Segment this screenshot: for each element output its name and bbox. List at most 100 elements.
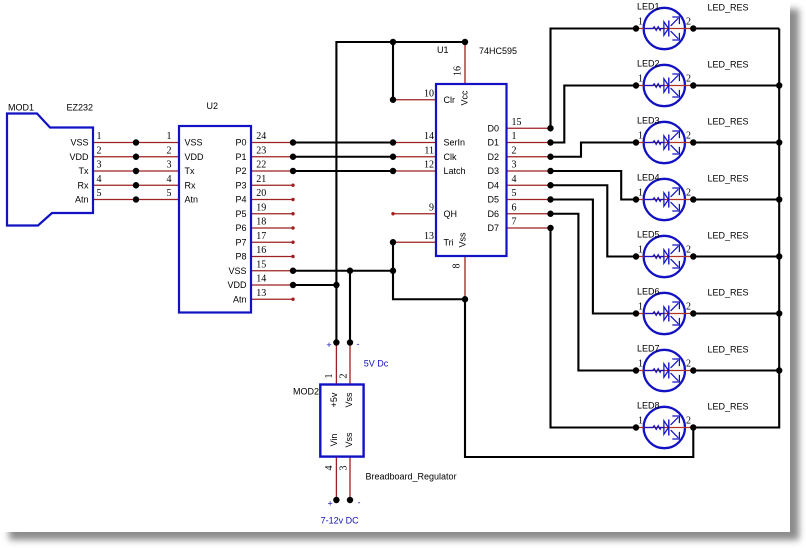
svg-text:3: 3 xyxy=(167,160,172,171)
svg-text:Tx: Tx xyxy=(79,166,89,176)
svg-text:2: 2 xyxy=(686,302,691,313)
svg-text:LED1: LED1 xyxy=(637,2,660,12)
svg-text:P4: P4 xyxy=(235,195,246,205)
svg-text:5V Dc: 5V Dc xyxy=(364,359,389,369)
svg-text:Vcc: Vcc xyxy=(460,90,470,106)
svg-text:P3: P3 xyxy=(235,180,246,190)
svg-text:2: 2 xyxy=(686,74,691,85)
svg-text:3: 3 xyxy=(97,160,102,171)
svg-text:16: 16 xyxy=(453,66,464,76)
svg-text:15: 15 xyxy=(512,117,522,128)
svg-text:Atn: Atn xyxy=(185,195,199,205)
svg-text:1: 1 xyxy=(638,245,643,256)
svg-text:MOD2: MOD2 xyxy=(293,387,319,397)
svg-text:16: 16 xyxy=(256,245,266,256)
svg-text:LED_RES: LED_RES xyxy=(708,402,749,412)
svg-text:12: 12 xyxy=(424,160,434,171)
svg-text:14: 14 xyxy=(256,274,266,285)
svg-text:7-12v DC: 7-12v DC xyxy=(321,516,360,526)
svg-text:2: 2 xyxy=(686,131,691,142)
svg-text:1: 1 xyxy=(638,416,643,427)
svg-text:Tx: Tx xyxy=(185,166,195,176)
svg-text:P1: P1 xyxy=(235,152,246,162)
svg-text:19: 19 xyxy=(256,202,266,213)
svg-text:Atn: Atn xyxy=(233,294,247,304)
svg-text:VSS: VSS xyxy=(228,266,246,276)
svg-text:LED6: LED6 xyxy=(637,287,660,297)
svg-text:P8: P8 xyxy=(235,252,246,262)
svg-text:9: 9 xyxy=(429,202,434,213)
svg-text:5: 5 xyxy=(512,188,517,199)
svg-text:VSS: VSS xyxy=(70,138,88,148)
svg-text:8: 8 xyxy=(452,264,463,269)
svg-text:LED7: LED7 xyxy=(637,344,660,354)
svg-text:5: 5 xyxy=(167,188,172,199)
svg-text:U1: U1 xyxy=(437,45,449,55)
svg-text:22: 22 xyxy=(256,160,266,171)
svg-text:15: 15 xyxy=(256,259,266,270)
svg-text:2: 2 xyxy=(167,145,172,156)
svg-text:Clr: Clr xyxy=(444,95,456,105)
svg-text:3: 3 xyxy=(339,466,350,471)
svg-text:1: 1 xyxy=(638,359,643,370)
svg-text:LED_RES: LED_RES xyxy=(708,117,749,127)
svg-text:1: 1 xyxy=(97,131,102,142)
svg-text:4: 4 xyxy=(97,174,102,185)
svg-text:Rx: Rx xyxy=(78,180,89,190)
svg-text:+: + xyxy=(328,499,333,509)
svg-text:Atn: Atn xyxy=(75,195,89,205)
svg-text:Breadboard_Regulator: Breadboard_Regulator xyxy=(366,472,457,482)
svg-text:VDD: VDD xyxy=(227,280,247,290)
svg-text:1: 1 xyxy=(638,74,643,85)
svg-text:Vss: Vss xyxy=(458,232,468,248)
svg-text:2: 2 xyxy=(686,188,691,199)
svg-text:17: 17 xyxy=(256,231,266,242)
svg-text:1: 1 xyxy=(638,131,643,142)
svg-text:VSS: VSS xyxy=(185,138,203,148)
svg-text:6: 6 xyxy=(512,202,517,213)
svg-text:4: 4 xyxy=(167,174,172,185)
svg-text:Vin: Vin xyxy=(329,434,339,447)
svg-text:LED4: LED4 xyxy=(637,173,660,183)
svg-text:D4: D4 xyxy=(487,180,499,190)
svg-text:EZ232: EZ232 xyxy=(67,103,94,113)
svg-text:14: 14 xyxy=(424,131,434,142)
svg-text:LED_RES: LED_RES xyxy=(708,3,749,13)
svg-text:-: - xyxy=(358,498,361,508)
svg-text:MOD1: MOD1 xyxy=(8,103,34,113)
svg-text:D0: D0 xyxy=(487,123,499,133)
svg-text:Vss: Vss xyxy=(344,432,354,448)
svg-text:Rx: Rx xyxy=(185,180,196,190)
svg-text:13: 13 xyxy=(256,288,266,299)
svg-text:2: 2 xyxy=(686,245,691,256)
svg-text:D6: D6 xyxy=(487,209,499,219)
svg-text:LED2: LED2 xyxy=(637,59,660,69)
svg-text:20: 20 xyxy=(256,188,266,199)
svg-text:LED_RES: LED_RES xyxy=(708,231,749,241)
svg-text:VDD: VDD xyxy=(185,152,205,162)
svg-text:Latch: Latch xyxy=(444,166,466,176)
svg-text:1: 1 xyxy=(638,188,643,199)
svg-text:LED_RES: LED_RES xyxy=(708,174,749,184)
svg-text:P0: P0 xyxy=(235,138,246,148)
svg-text:4: 4 xyxy=(324,466,335,471)
svg-text:7: 7 xyxy=(512,217,517,228)
svg-text:LED_RES: LED_RES xyxy=(708,60,749,70)
svg-text:VDD: VDD xyxy=(69,152,89,162)
svg-text:1: 1 xyxy=(512,131,517,142)
svg-text:74HC595: 74HC595 xyxy=(479,46,517,56)
svg-text:D5: D5 xyxy=(487,195,499,205)
svg-text:P7: P7 xyxy=(235,237,246,247)
svg-text:1: 1 xyxy=(638,302,643,313)
svg-text:D3: D3 xyxy=(487,166,499,176)
svg-text:23: 23 xyxy=(256,145,266,156)
svg-text:1: 1 xyxy=(167,131,172,142)
svg-text:LED8: LED8 xyxy=(637,401,660,411)
svg-text:QH: QH xyxy=(444,209,458,219)
svg-text:+: + xyxy=(326,340,331,350)
svg-text:2: 2 xyxy=(512,145,517,156)
svg-text:2: 2 xyxy=(97,145,102,156)
svg-text:18: 18 xyxy=(256,217,266,228)
svg-text:P5: P5 xyxy=(235,209,246,219)
svg-text:D1: D1 xyxy=(487,138,499,148)
